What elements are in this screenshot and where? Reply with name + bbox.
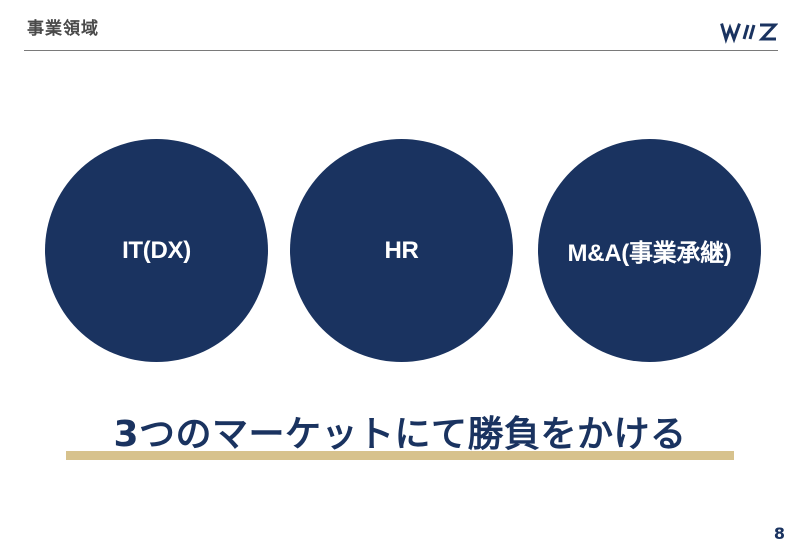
- header-divider: [24, 50, 778, 51]
- tagline: 3つのマーケットにて勝負をかける: [113, 414, 687, 455]
- wiz-logo: [720, 23, 778, 44]
- section-title: 事業領域: [27, 19, 99, 39]
- circle-label: HR: [384, 236, 419, 264]
- market-circle-m-and-a: M&A(事業承継): [538, 139, 761, 362]
- tagline-highlight-bar: [66, 451, 734, 460]
- circle-label: M&A(事業承継): [567, 240, 732, 267]
- page-number: 8: [773, 524, 785, 543]
- circle-label: IT(DX): [122, 236, 191, 264]
- market-circle-hr: HR: [290, 139, 513, 362]
- slide-header: 事業領域: [0, 0, 800, 52]
- market-circle-it-dx: IT(DX): [45, 139, 268, 362]
